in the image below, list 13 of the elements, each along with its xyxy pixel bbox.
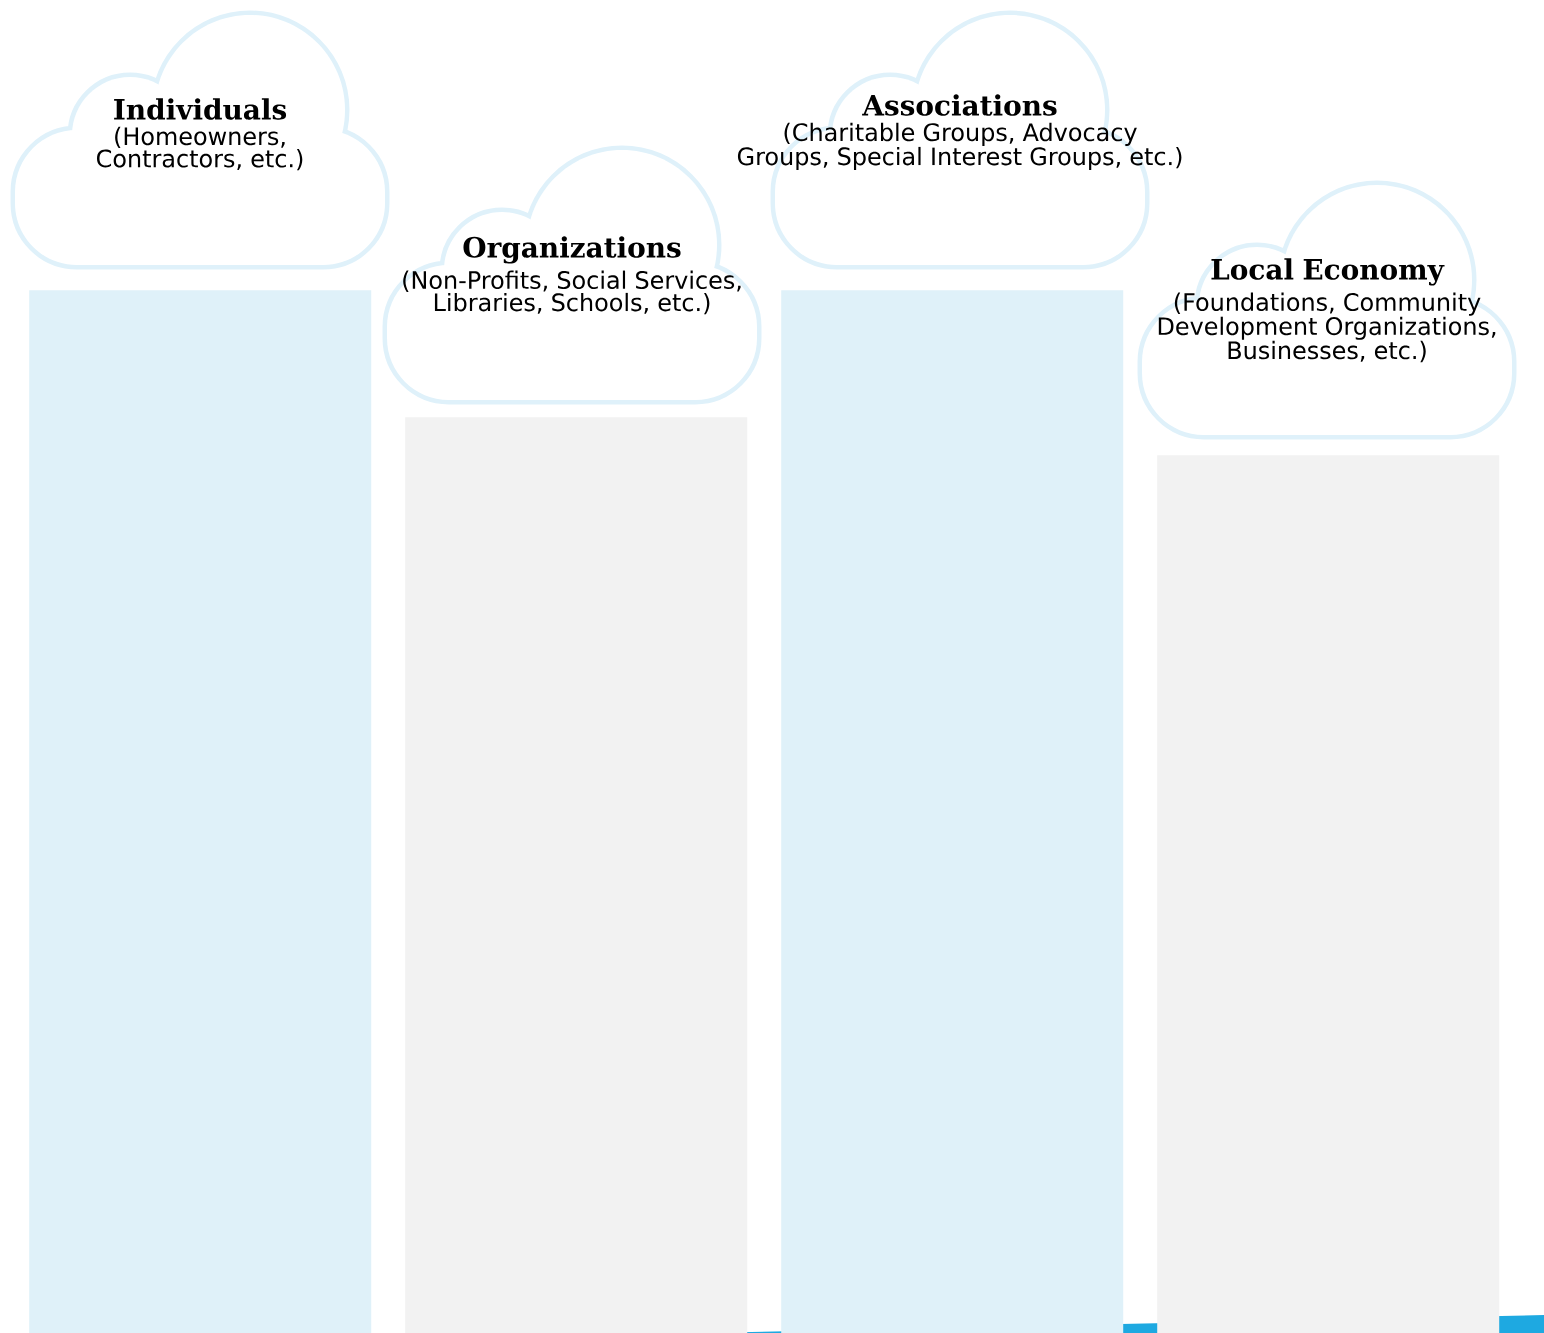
node-label: (Non-Profits, Social Services, Libraries, Schools, etc.) (403, 270, 741, 315)
node-label: (Foundations, Community Development Organizations, Businesses, etc.) (1158, 292, 1496, 363)
cloud: Local Economy (Foundations, Community Development Organizations, Businesses, etc.) (1137, 180, 1517, 440)
column-bar (29, 290, 372, 1333)
column-bar (1157, 455, 1500, 1333)
node-label: (Homeowners, Contractors, etc.) (97, 126, 303, 171)
cloud: Individuals (Homeowners, Contractors, etc.) (10, 10, 390, 270)
node-label: Individuals (114, 98, 287, 120)
column-bar (405, 417, 748, 1333)
column-bar (781, 290, 1124, 1333)
node-label: Organizations (463, 236, 681, 264)
node-label: Local Economy (1211, 258, 1445, 286)
node-label: Associations (862, 94, 1057, 116)
